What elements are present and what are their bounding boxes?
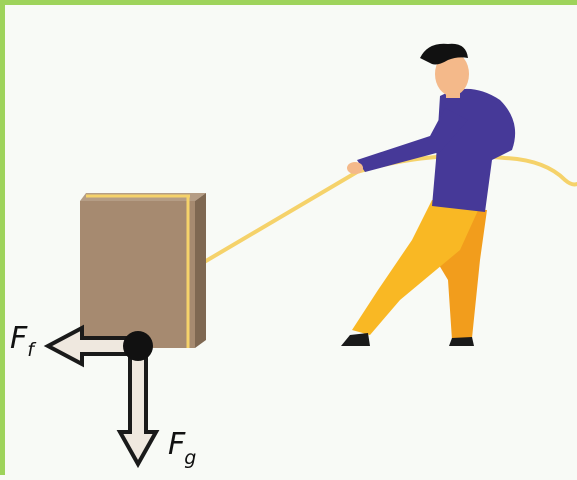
person-torso	[432, 89, 515, 212]
crate-icon	[80, 193, 206, 348]
friction-force-subscript: f	[27, 339, 34, 361]
friction-force-label: Ff	[10, 324, 34, 354]
friction-force-symbol: F	[10, 321, 27, 356]
person-pulling-rope-icon	[341, 44, 515, 346]
person-shoe-front	[341, 333, 370, 346]
person-hand	[347, 162, 363, 174]
rope	[194, 156, 577, 268]
application-point-icon	[123, 331, 153, 361]
gravity-force-symbol: F	[168, 427, 185, 462]
person-shoe-back	[449, 337, 474, 346]
frame-top	[0, 0, 577, 5]
gravity-arrow-shape	[120, 346, 156, 464]
frame-left	[0, 0, 5, 475]
gravity-force-label: Fg	[168, 430, 197, 460]
box-front	[80, 201, 195, 348]
gravity-force-subscript: g	[184, 447, 196, 469]
box-side	[195, 193, 206, 348]
gravity-force-arrow	[120, 346, 156, 464]
